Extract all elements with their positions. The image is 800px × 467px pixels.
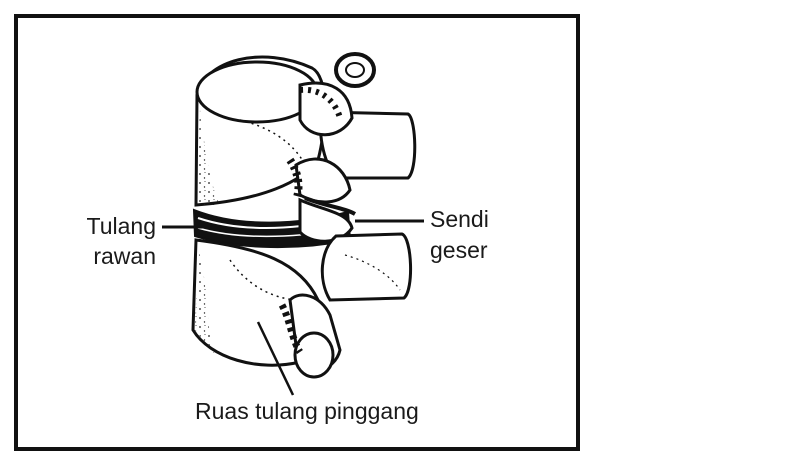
label-cartilage-line1: Tulang — [86, 213, 156, 239]
label-joint-line2: geser — [430, 237, 488, 263]
label-joint-line1: Sendi — [430, 206, 489, 232]
lower-transverse-process — [320, 232, 413, 302]
leader-line-vertebra — [256, 321, 295, 396]
label-vertebra: Ruas tulang pinggang — [195, 398, 419, 424]
facet-joint — [286, 157, 357, 243]
label-cartilage-line2: rawan — [93, 243, 156, 269]
